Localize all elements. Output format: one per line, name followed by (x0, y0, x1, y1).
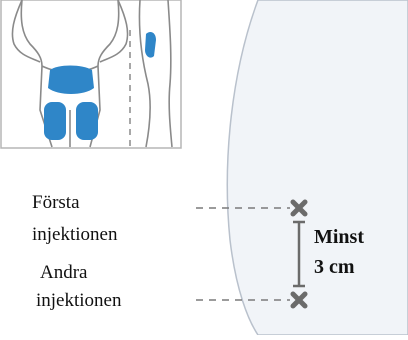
second-injection-label-line1: Andra (40, 262, 87, 284)
second-injection-label-line2: injektionen (36, 290, 121, 312)
body-thumbnail (1, 0, 181, 148)
left-thigh-injection-zone (44, 102, 66, 140)
skin-area (227, 0, 408, 335)
abdomen-injection-zone (48, 66, 94, 95)
minimum-distance-label-line2: 3 cm (314, 256, 355, 278)
minimum-distance-label-line1: Minst (314, 226, 364, 248)
first-injection-label-line1: Första (32, 192, 80, 214)
right-thigh-injection-zone (76, 102, 98, 140)
first-injection-label-line2: injektionen (32, 224, 117, 246)
